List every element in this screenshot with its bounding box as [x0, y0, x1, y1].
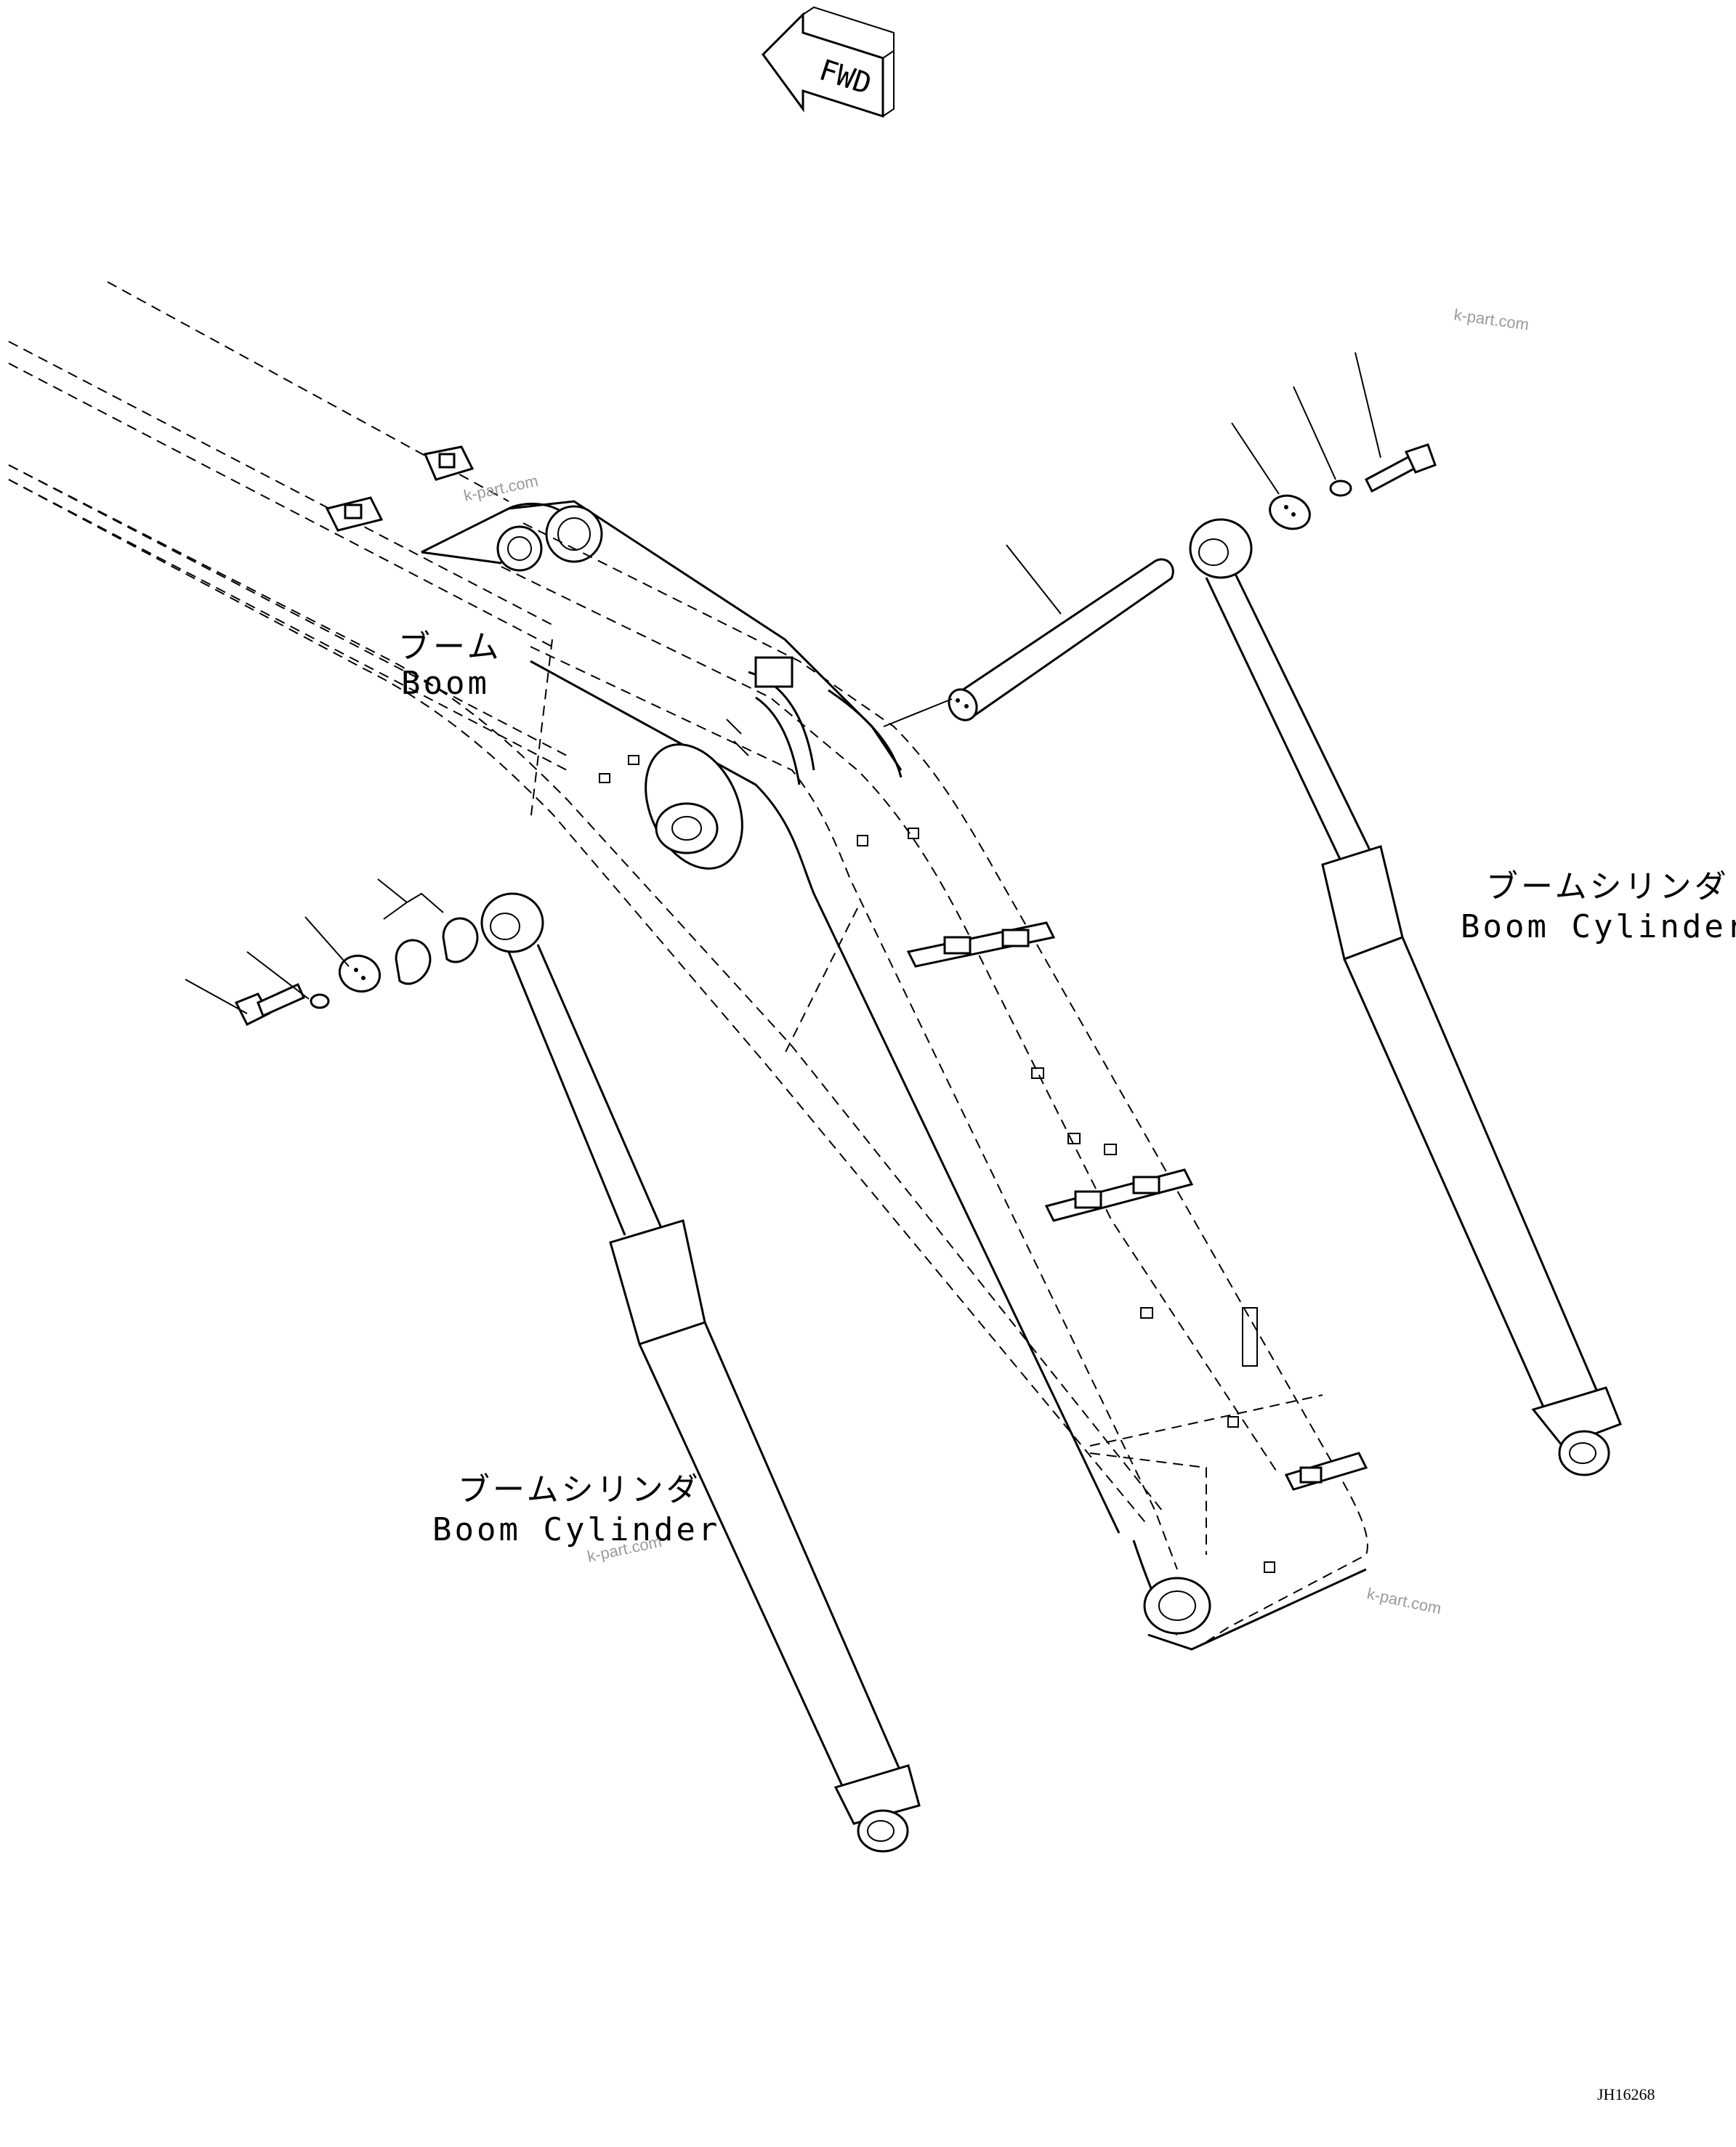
fwd-label: FWD	[815, 53, 876, 101]
small-fittings	[599, 755, 1275, 1573]
boom-cylinder-right-label-en: Boom Cylinder	[1461, 908, 1736, 945]
hose-clamp-1	[906, 921, 1056, 968]
boom-cylinder-left-label-jp: ブームシリンダ	[458, 1471, 701, 1508]
top-bracket-lower	[325, 496, 384, 532]
fwd-arrow-icon	[762, 6, 895, 118]
watermark: k-part.com	[462, 472, 540, 505]
boom-pin	[883, 544, 1174, 727]
watermark: k-part.com	[1365, 1584, 1443, 1617]
left-fasteners	[185, 878, 479, 1027]
boom-label-jp: ブーム	[398, 628, 502, 666]
boom	[8, 281, 1368, 1651]
right-boom-cylinder	[1189, 518, 1622, 1476]
hose-clamp-3	[1284, 1452, 1368, 1491]
boom-cylinder-right-label-jp: ブームシリンダ	[1486, 868, 1729, 905]
figure-code: JH16268	[1597, 2085, 1655, 2103]
boom-label-en: Boom	[401, 665, 490, 702]
watermark: k-part.com	[1453, 305, 1530, 333]
right-fasteners	[1231, 352, 1437, 530]
top-bracket-upper	[423, 445, 475, 481]
boom-cylinder-left-label-en: Boom Cylinder	[432, 1511, 720, 1548]
hose-clamp-2	[1044, 1168, 1194, 1222]
left-boom-cylinder	[480, 892, 921, 1853]
